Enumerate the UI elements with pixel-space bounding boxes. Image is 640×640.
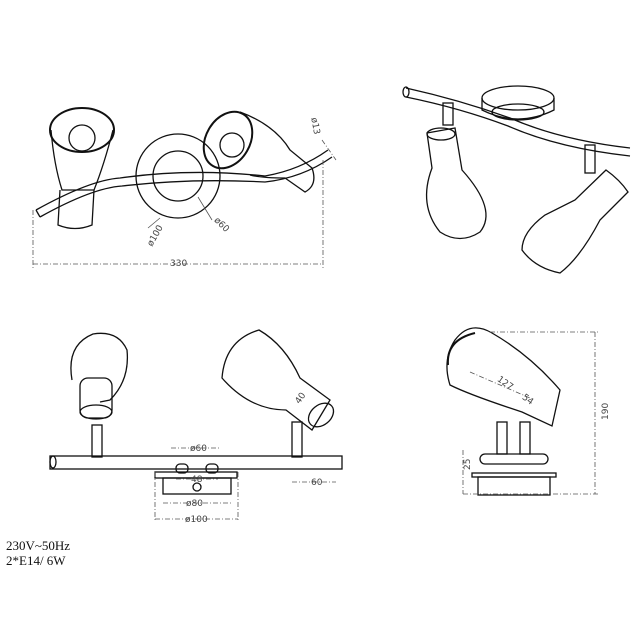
dim-overall-length: 330 xyxy=(170,259,187,269)
top-right-lamp xyxy=(202,110,315,193)
front-view xyxy=(49,329,343,522)
dim-mount-spacing: 48 xyxy=(191,475,203,485)
base-outer-circle xyxy=(135,133,221,219)
perspective-view xyxy=(402,85,631,274)
dim-base-height: 25 xyxy=(463,459,473,470)
dim-rod-diameter: ø13 xyxy=(308,117,321,135)
top-view xyxy=(32,107,337,268)
spec-voltage: 230V~50Hz xyxy=(6,538,71,553)
dim-shade-length: 127 xyxy=(495,375,515,393)
dim-rod-overhang: 60 xyxy=(311,478,323,488)
dim-total-height: 190 xyxy=(601,403,611,420)
dim-lamp-neck: 40 xyxy=(294,391,309,406)
dim-plate-diameter: ø80 xyxy=(186,499,203,509)
spec-bulbs: 2*E14/ 6W xyxy=(6,553,66,568)
top-left-lamp xyxy=(49,107,115,230)
dim-base-inner: ø60 xyxy=(212,216,231,235)
dim-neck-length: 54 xyxy=(520,393,535,408)
dim-base-diameter: ø100 xyxy=(185,515,208,525)
side-view xyxy=(446,327,600,496)
base-inner-circle xyxy=(152,150,204,202)
dim-mount-diameter: ø60 xyxy=(190,444,207,454)
